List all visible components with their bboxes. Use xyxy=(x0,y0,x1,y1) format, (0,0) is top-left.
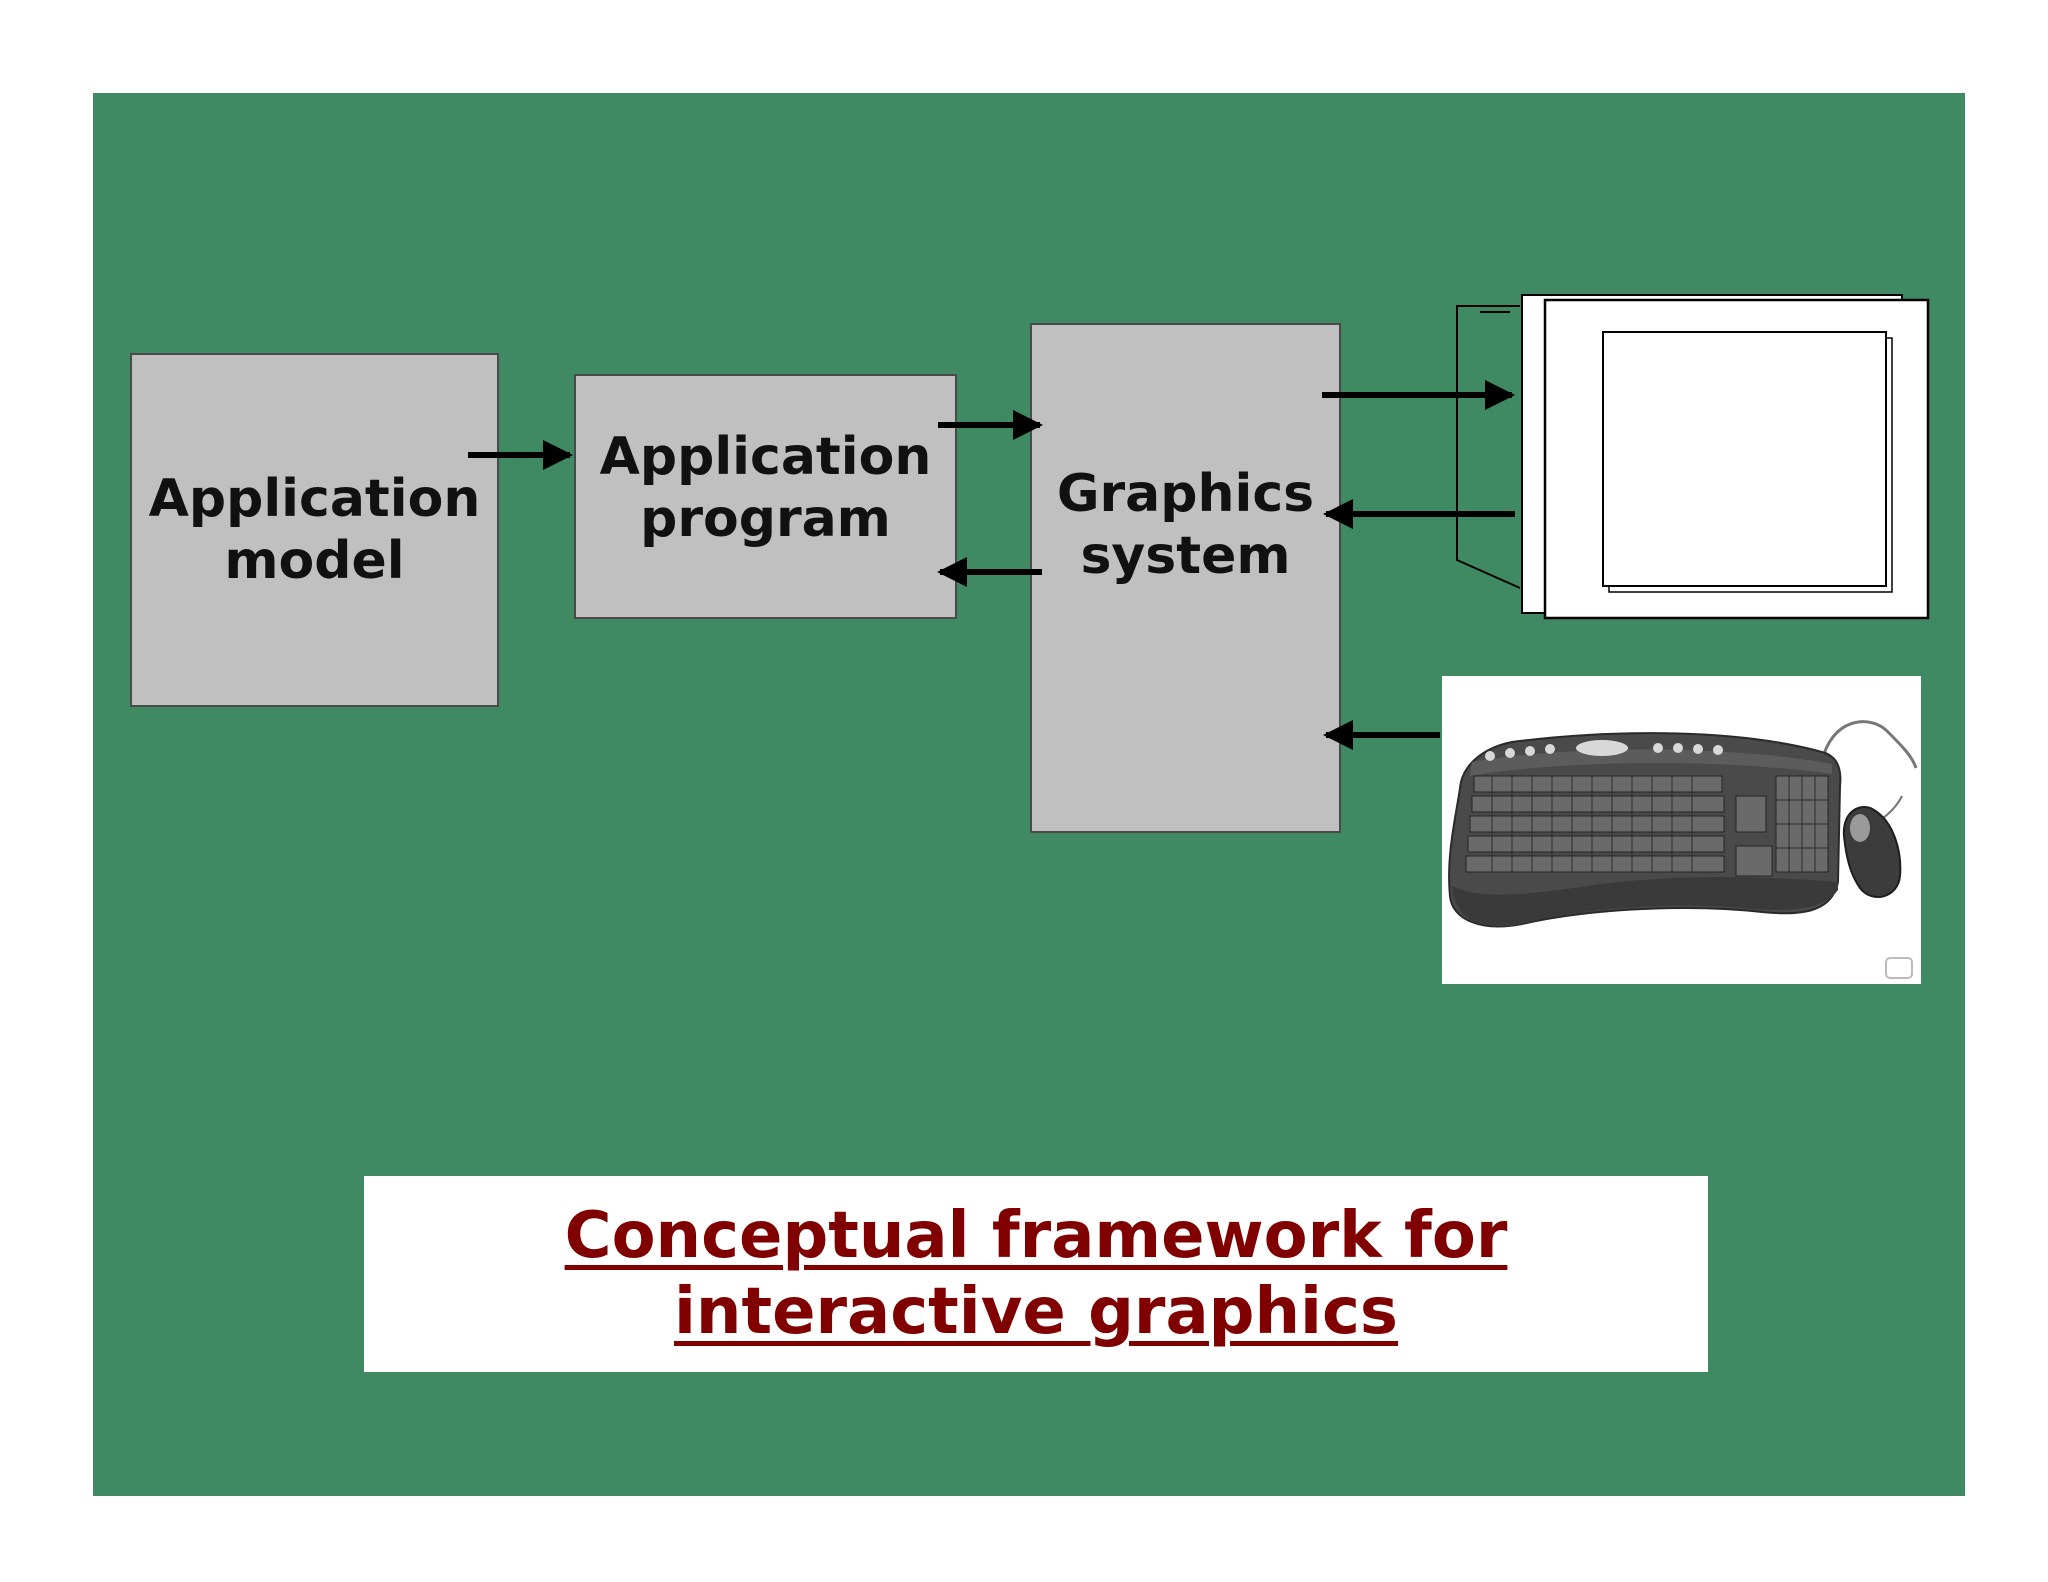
graphics-system-label: Graphics system xyxy=(1056,464,1315,586)
application-program-label: Application program xyxy=(599,426,932,549)
application-model-box: Application model xyxy=(130,353,499,707)
caption-panel: Conceptual framework for interactive gra… xyxy=(364,1176,1708,1372)
keyboard-picture-panel xyxy=(1442,676,1921,984)
application-program-box: Application program xyxy=(574,374,957,619)
application-model-label: Application model xyxy=(148,469,481,591)
keyboard-mouse-icon xyxy=(1448,720,1918,979)
caption-title: Conceptual framework for interactive gra… xyxy=(564,1199,1508,1349)
graphics-system-box: Graphics system xyxy=(1030,323,1341,833)
